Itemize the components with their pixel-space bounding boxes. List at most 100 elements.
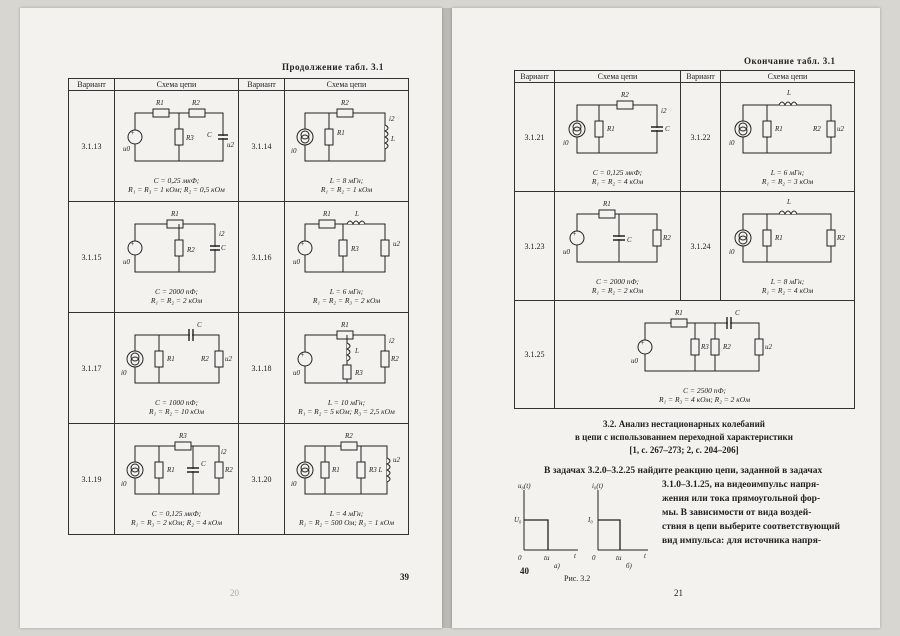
svg-text:R1: R1 — [340, 321, 349, 329]
fig-b-tag: б) — [626, 562, 633, 570]
svg-text:i2: i2 — [221, 448, 227, 456]
pulse-b — [598, 519, 621, 550]
svg-text:R2: R2 — [662, 234, 671, 242]
svg-text:L: L — [786, 198, 791, 206]
svg-text:+: + — [572, 230, 577, 238]
svg-text:i0: i0 — [121, 369, 127, 377]
variant-cell: 3.1.15 — [68, 201, 115, 313]
page-number: 39 — [400, 572, 409, 582]
circuit-table: Вариант Схема цепи Вариант Схема цепи 3.… — [514, 70, 855, 409]
param-line: R₁ = R₃ = 1 кОм; R₂ = 0,5 кОм — [128, 185, 225, 194]
svg-text:R1: R1 — [774, 234, 783, 242]
svg-text:C: C — [221, 244, 226, 252]
paragraph-line: 3.1.0–3.1.25, на видеоимпульс напря- — [662, 480, 820, 490]
param-line: R₁ = R₂ = 3 кОм — [761, 177, 814, 186]
svg-text:u0: u0 — [293, 258, 301, 266]
svg-text:R2: R2 — [224, 466, 233, 474]
svg-text:i2: i2 — [389, 115, 395, 123]
svg-text:i2: i2 — [661, 107, 667, 115]
paragraph-line: вид импульса: для источника напря- — [662, 536, 821, 546]
param-line: L = 10 мГн; — [327, 398, 366, 407]
variant-cell: 3.1.17 — [68, 312, 115, 424]
svg-text:u2: u2 — [393, 240, 401, 248]
paragraph-body: 3.1.0–3.1.25, на видеоимпульс напря- жен… — [662, 478, 854, 548]
svg-text:u2: u2 — [227, 141, 235, 149]
header-variant: Вариант — [238, 78, 285, 91]
header-scheme: Схема цепи — [114, 78, 239, 91]
svg-text:R2: R2 — [200, 355, 209, 363]
svg-text:R2: R2 — [620, 91, 629, 99]
svg-text:R1: R1 — [322, 210, 331, 218]
left-page: Продолжение табл. 3.1 Вариант Схема цепи… — [20, 8, 442, 628]
param-line: R₁ = R₃ = 4 кОм; R₂ = 2 кОм — [658, 395, 751, 404]
variant-cell: 3.1.21 — [514, 82, 555, 192]
svg-text:R2: R2 — [390, 355, 399, 363]
fig-b-t: t — [644, 552, 647, 560]
header-scheme: Схема цепи — [284, 78, 409, 91]
variant-cell: 3.1.13 — [68, 90, 115, 202]
param-line: C = 2000 пФ; — [596, 277, 639, 286]
svg-text:R1: R1 — [602, 200, 611, 208]
svg-text:R1: R1 — [674, 309, 683, 317]
svg-text:R2: R2 — [186, 246, 195, 254]
variant-cell: 3.1.23 — [514, 191, 555, 301]
param-line: C = 2500 пФ; — [683, 386, 726, 395]
svg-text:u0: u0 — [123, 258, 131, 266]
svg-text:C: C — [201, 460, 206, 468]
svg-text:R1: R1 — [170, 210, 179, 218]
param-line: C = 1000 пФ; — [155, 398, 198, 407]
param-line: R₁ = R₂ = 10 кОм — [148, 407, 205, 416]
fig-a-ylabel: u₀(t) — [518, 482, 531, 490]
svg-text:i0: i0 — [563, 139, 569, 147]
book-gutter — [442, 8, 452, 628]
svg-text:+: + — [130, 240, 135, 248]
paragraph-first-line: В задачах 3.2.0–3.2.25 найдите реакцию ц… — [544, 466, 823, 476]
param-line: C = 0,125 мкФ; — [592, 168, 643, 177]
svg-text:i2: i2 — [219, 230, 225, 238]
variant-cell: 3.1.20 — [238, 423, 285, 535]
param-line: C = 0,125 мкФ; — [151, 509, 202, 518]
svg-text:R3: R3 — [700, 343, 709, 351]
variant-cell: 3.1.14 — [238, 90, 285, 202]
svg-text:u0: u0 — [631, 357, 639, 365]
svg-text:R3: R3 — [178, 432, 187, 440]
header-variant: Вариант — [680, 70, 721, 83]
variant-cell: 3.1.19 — [68, 423, 115, 535]
svg-text:R2: R2 — [722, 343, 731, 351]
svg-text:u0: u0 — [123, 145, 131, 153]
svg-text:u2: u2 — [393, 456, 401, 464]
svg-text:+: + — [130, 129, 135, 137]
svg-text:R3: R3 — [185, 134, 194, 142]
svg-text:u2: u2 — [225, 355, 233, 363]
param-line: R₁ = R₂ = 2 кОм — [150, 296, 203, 305]
svg-text:i0: i0 — [729, 248, 735, 256]
param-line: L = 4 мГн; — [329, 509, 364, 518]
param-line: L = 6 мГн; — [770, 168, 805, 177]
fig-a-zero: 0 — [518, 554, 522, 562]
variant-cell: 3.1.25 — [514, 300, 555, 409]
param-line: R₁ = R₂ = 500 Ом; R₃ = 1 кОм — [298, 518, 395, 527]
svg-text:i2: i2 — [389, 337, 395, 345]
svg-text:C: C — [207, 131, 212, 139]
param-line: R₁ = R₂ = 4 кОм — [591, 177, 644, 186]
svg-text:C: C — [735, 309, 740, 317]
right-page: Окончание табл. 3.1 Вариант Схема цепи В… — [452, 8, 880, 628]
fig-b-tp: tи — [616, 554, 622, 562]
svg-text:R2: R2 — [191, 99, 200, 107]
svg-text:R2: R2 — [344, 432, 353, 440]
